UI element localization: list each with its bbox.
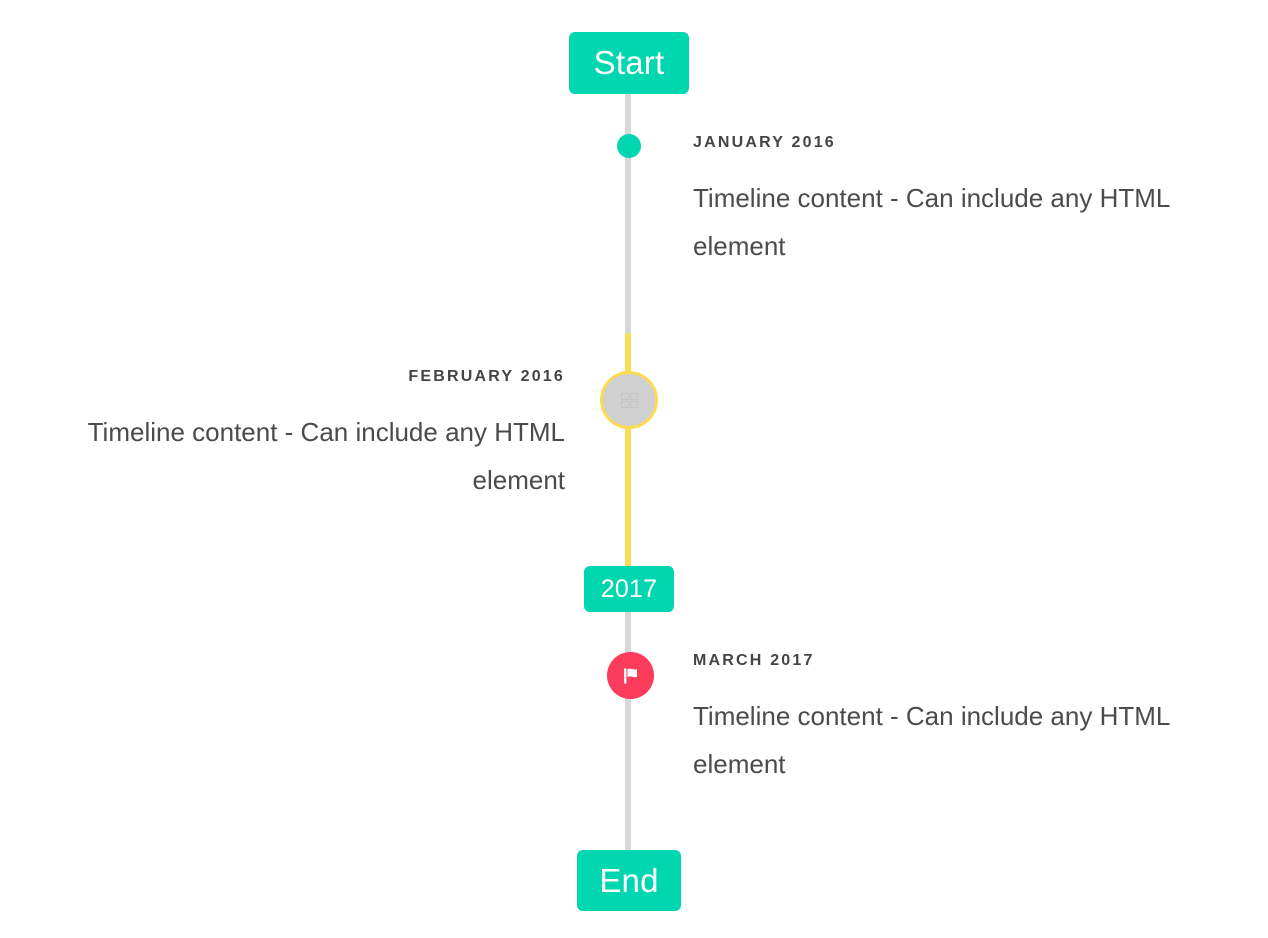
flag-icon [623,667,637,684]
timeline-entry-label: JANUARY 2016 [693,134,836,151]
timeline-year-badge[interactable]: 2017 [584,566,674,612]
timeline-entry-body: Timeline content - Can include any HTML … [693,701,1170,779]
timeline-entry-label: MARCH 2017 [693,652,815,669]
timeline-entry-march-2017: MARCH 2017 Timeline content - Can includ… [693,652,1223,788]
timeline-entry-body: Timeline content - Can include any HTML … [87,417,565,495]
timeline-entry-body: Timeline content - Can include any HTML … [693,183,1170,261]
timeline-entry-label: FEBRUARY 2016 [408,368,565,385]
timeline-end-badge[interactable]: End [577,850,681,911]
timeline-entry-february-2016: FEBRUARY 2016 Timeline content - Can inc… [20,368,565,504]
timeline-marker-icon-february-2016[interactable] [600,371,658,429]
timeline-marker-flag-march-2017[interactable] [607,652,654,699]
timeline-line-segment-highlight [625,333,631,570]
timeline-marker-dot-january-2016[interactable] [617,134,641,158]
missing-glyph-icon [620,392,638,408]
timeline-entry-january-2016: JANUARY 2016 Timeline content - Can incl… [693,134,1223,270]
timeline-line-segment-bottom [625,610,631,856]
timeline-start-badge[interactable]: Start [569,32,689,94]
timeline-line-segment-top [625,88,631,333]
